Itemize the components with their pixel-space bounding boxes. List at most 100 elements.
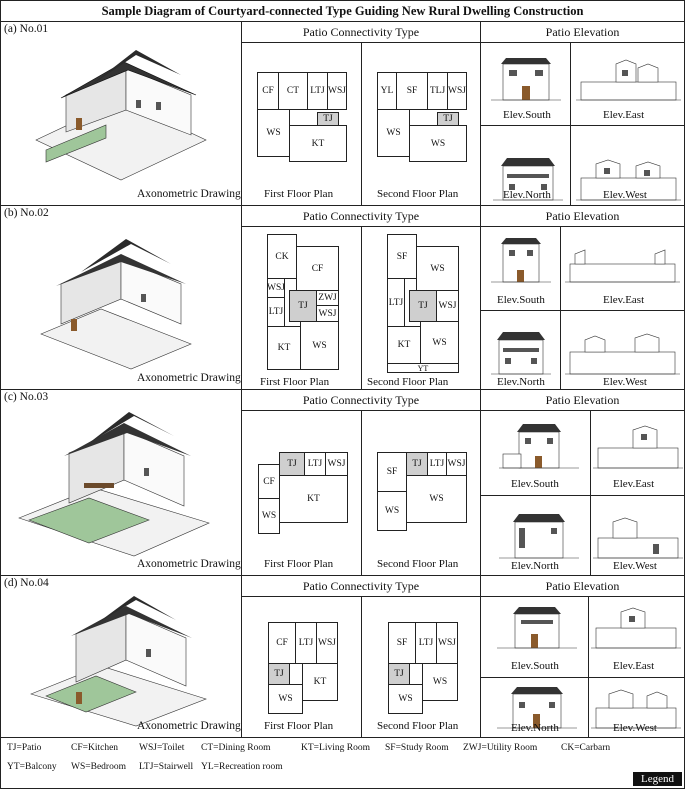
legend-item: WS=Bedroom — [71, 762, 126, 772]
first-floor-plan: CF CT LTJ WSJ TJ WS KT — [257, 72, 347, 162]
first-floor-plan: CF LTJ WSJ TJ KT WS — [268, 622, 338, 714]
room-ck: CK — [267, 234, 297, 279]
room-tj: TJ — [279, 452, 305, 476]
room-wsj: WSJ — [446, 452, 467, 476]
first-floor-caption: First Floor Plan — [260, 376, 330, 388]
room-wsj: WSJ — [436, 290, 459, 322]
elevation-north-drawing — [497, 687, 577, 729]
legend-item: KT=Living Room — [301, 743, 370, 753]
room-cf: CF — [258, 464, 280, 499]
room-kt: KT — [279, 475, 348, 523]
room-ltj: LTJ — [304, 452, 326, 476]
room-tj: TJ — [406, 452, 428, 476]
room-sf: SF — [377, 452, 407, 492]
room-ws-2: WS — [406, 475, 467, 523]
second-floor-plan: SF LTJ WSJ TJ WS WS — [388, 622, 458, 714]
room-kt: KT — [267, 326, 301, 370]
patio-connectivity-cell: Patio Connectivity Type CK CF WSJ LTJ TJ… — [242, 206, 481, 389]
room-zwj: ZWJ — [316, 290, 339, 306]
room-tj: TJ — [437, 112, 459, 126]
elevation-south-drawing — [491, 58, 561, 101]
patio-header: Patio Connectivity Type — [242, 206, 480, 227]
legend-item: CT=Dining Room — [201, 743, 271, 753]
page-title: Sample Diagram of Courtyard-connected Ty… — [1, 1, 684, 22]
elevation-south-drawing — [491, 238, 551, 283]
room-wsj: WSJ — [316, 622, 338, 664]
room-ltj: LTJ — [267, 297, 285, 327]
elevation-west-caption: Elev.West — [603, 189, 647, 201]
first-floor-caption: First Floor Plan — [264, 188, 334, 200]
patio-connectivity-cell: Patio Connectivity Type CF TJ LTJ WSJ KT… — [242, 390, 481, 575]
patio-elevation-cell: Patio Elevation Elev.South Elev.East Ele… — [481, 576, 684, 737]
room-wsj: WSJ — [447, 72, 467, 110]
room-cf: CF — [257, 72, 279, 110]
second-floor-plan: YL SF TLJ WSJ TJ WS WS — [377, 72, 467, 167]
patio-elevation-cell: Patio Elevation Elev.South Elev.East Ele… — [481, 390, 684, 575]
axonometric-caption: Axonometric Drawing — [137, 372, 241, 384]
elevation-east-drawing — [576, 59, 681, 101]
room-ws: WS — [377, 109, 410, 157]
room-sf: SF — [388, 622, 416, 664]
patio-elevation-cell: Patio Elevation Elev.South Elev.East Ele… — [481, 206, 684, 389]
room-tlj: TLJ — [427, 72, 448, 110]
legend-item: ZWJ=Utility Room — [463, 743, 538, 753]
elevation-header: Patio Elevation — [481, 576, 684, 597]
elevation-west-drawing — [591, 689, 681, 729]
legend-item: SF=Study Room — [385, 743, 449, 753]
axonometric-caption: Axonometric Drawing — [137, 720, 241, 732]
second-floor-plan: SF TJ LTJ WSJ WS WS — [377, 452, 467, 537]
room-ltj: LTJ — [427, 452, 447, 476]
room-yt: YT — [387, 363, 459, 373]
room-ltj: LTJ — [415, 622, 437, 664]
room-yl: YL — [377, 72, 397, 110]
row-no01: (a) No.01 Axonometric Drawing Patio Conn… — [1, 22, 684, 206]
elevation-west-caption: Elev.West — [613, 560, 657, 572]
elevation-south-caption: Elev.South — [503, 109, 551, 121]
elevation-south-drawing — [499, 424, 579, 469]
patio-header: Patio Connectivity Type — [242, 22, 480, 43]
axonometric-drawing — [40, 239, 192, 370]
room-ws: WS — [416, 246, 459, 291]
room-wsj: WSJ — [436, 622, 458, 664]
second-floor-caption: Second Floor Plan — [367, 376, 449, 388]
axonometric-cell: (d) No.04 Axonometric Drawing — [1, 576, 242, 737]
row-label: (b) No.02 — [4, 207, 49, 219]
elevation-south-caption: Elev.South — [511, 478, 559, 490]
axonometric-cell: (c) No.03 Axonometric Drawing — [1, 390, 242, 575]
elevation-east-caption: Elev.East — [603, 109, 645, 121]
elevation-north-drawing — [493, 158, 563, 201]
axonometric-cell: (a) No.01 Axonometric Drawing — [1, 22, 242, 205]
patio-connectivity-cell: Patio Connectivity Type CF LTJ WSJ TJ KT… — [242, 576, 481, 737]
elevation-west-drawing — [576, 159, 681, 201]
elevation-east-caption: Elev.East — [603, 294, 645, 306]
room-cf: CF — [268, 622, 296, 664]
room-ltj: LTJ — [295, 622, 317, 664]
room-ws: WS — [422, 663, 458, 701]
room-ws: WS — [257, 109, 290, 157]
axonometric-drawing — [35, 50, 207, 181]
elevation-west-caption: Elev.West — [613, 722, 657, 734]
axonometric-drawing — [18, 412, 210, 557]
room-ws: WS — [258, 498, 280, 534]
elevation-east-caption: Elev.East — [613, 660, 655, 672]
legend-item: CF=Kitchen — [71, 743, 119, 753]
elevation-south-drawing — [497, 607, 577, 649]
elevation-east-caption: Elev.East — [613, 478, 655, 490]
legend-item: WSJ=Toilet — [139, 743, 185, 753]
room-ws: WS — [300, 321, 339, 370]
room-tj: TJ — [409, 290, 437, 322]
legend: TJ=Patio CF=Kitchen WSJ=Toilet CT=Dining… — [1, 738, 684, 788]
elevation-north-caption: Elev.North — [503, 189, 551, 201]
room-wsj: WSJ — [267, 278, 285, 298]
row-no04: (d) No.04 Axonometric Drawing Patio Conn… — [1, 576, 684, 738]
elevation-north-caption: Elev.North — [511, 560, 559, 572]
row-label: (a) No.01 — [4, 23, 49, 35]
legend-item: LTJ=Stairwell — [139, 762, 194, 772]
row-label: (d) No.04 — [4, 577, 49, 589]
elevation-east-drawing — [591, 607, 681, 649]
first-floor-caption: First Floor Plan — [264, 720, 334, 732]
room-ltj: LTJ — [307, 72, 328, 110]
axonometric-caption: Axonometric Drawing — [137, 558, 241, 570]
room-kt: KT — [289, 125, 347, 162]
